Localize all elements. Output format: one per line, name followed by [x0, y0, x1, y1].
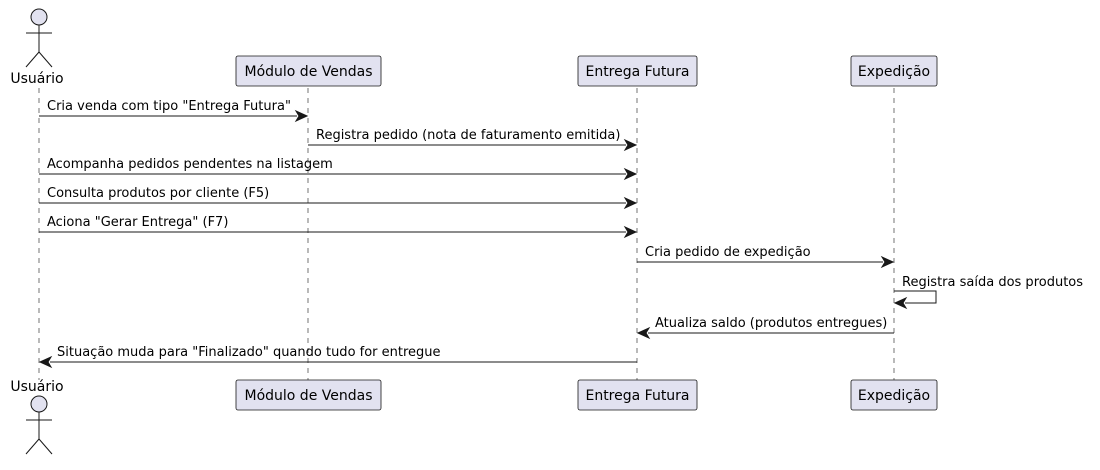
participant-entrega-futura-bottom: Entrega Futura	[577, 379, 698, 411]
message-3-label: Acompanha pedidos pendentes na listagem	[47, 157, 333, 172]
message-4-label: Consulta produtos por cliente (F5)	[47, 186, 269, 201]
message-8: Atualiza saldo (produtos entregues)	[636, 316, 894, 340]
participant-entrega-futura-label-top: Entrega Futura	[585, 64, 689, 80]
message-1: Cria venda com tipo "Entrega Futura"	[39, 99, 309, 123]
message-1-arrowhead	[294, 109, 309, 123]
message-7: Registra saída dos produtos	[893, 275, 1083, 310]
participant-modulo-vendas-top: Módulo de Vendas	[235, 55, 382, 87]
message-4-arrowhead	[623, 196, 638, 210]
message-6-arrowhead	[880, 255, 895, 269]
participant-expedicao-label-top: Expedição	[858, 64, 930, 80]
message-7-label: Registra saída dos produtos	[902, 275, 1083, 290]
participant-modulo-vendas-label-bottom: Módulo de Vendas	[245, 388, 373, 404]
actor-head	[30, 395, 48, 413]
participant-entrega-futura-label-bottom: Entrega Futura	[585, 388, 689, 404]
participant-modulo-vendas-bottom: Módulo de Vendas	[235, 379, 382, 411]
participant-expedicao-top: Expedição	[850, 55, 938, 87]
participant-box	[850, 55, 938, 87]
participant-expedicao-bottom: Expedição	[850, 379, 938, 411]
actor-head	[30, 8, 48, 26]
participant-box	[577, 55, 698, 87]
participant-box	[577, 379, 698, 411]
participant-expedicao-label-bottom: Expedição	[858, 388, 930, 404]
message-7-line	[894, 290, 937, 304]
actor-usuario-top: Usuário	[10, 8, 64, 87]
message-6: Cria pedido de expedição	[637, 245, 895, 269]
participant-box	[850, 379, 938, 411]
message-6-label: Cria pedido de expedição	[645, 245, 811, 260]
actor-usuario-label-bottom: Usuário	[10, 379, 63, 395]
actor-usuario-label-top: Usuário	[10, 71, 63, 87]
actor-right-leg	[38, 51, 53, 68]
participant-box	[235, 55, 382, 87]
message-5-arrowhead	[623, 225, 638, 239]
actor-usuario-bottom: Usuário	[10, 379, 64, 455]
message-3: Acompanha pedidos pendentes na listagem	[39, 157, 638, 181]
actor-right-leg	[38, 438, 53, 455]
message-9-arrowhead	[38, 355, 53, 369]
participant-modulo-vendas-label-top: Módulo de Vendas	[245, 64, 373, 80]
message-2: Registra pedido (nota de faturamento emi…	[308, 128, 638, 152]
participant-box	[235, 379, 382, 411]
message-8-arrowhead	[636, 326, 651, 340]
actor-left-leg	[25, 51, 40, 68]
message-7-arrowhead	[893, 296, 908, 310]
message-3-arrowhead	[623, 167, 638, 181]
message-8-label: Atualiza saldo (produtos entregues)	[655, 316, 887, 331]
message-5: Aciona "Gerar Entrega" (F7)	[39, 215, 638, 239]
actor-left-leg	[25, 438, 40, 455]
message-1-label: Cria venda com tipo "Entrega Futura"	[47, 99, 291, 114]
message-2-arrowhead	[623, 138, 638, 152]
message-9-label: Situação muda para "Finalizado" quando t…	[57, 345, 441, 360]
message-4: Consulta produtos por cliente (F5)	[39, 186, 638, 210]
message-9: Situação muda para "Finalizado" quando t…	[38, 345, 637, 369]
participant-entrega-futura-top: Entrega Futura	[577, 55, 698, 87]
message-2-label: Registra pedido (nota de faturamento emi…	[316, 128, 620, 143]
message-5-label: Aciona "Gerar Entrega" (F7)	[47, 215, 228, 230]
